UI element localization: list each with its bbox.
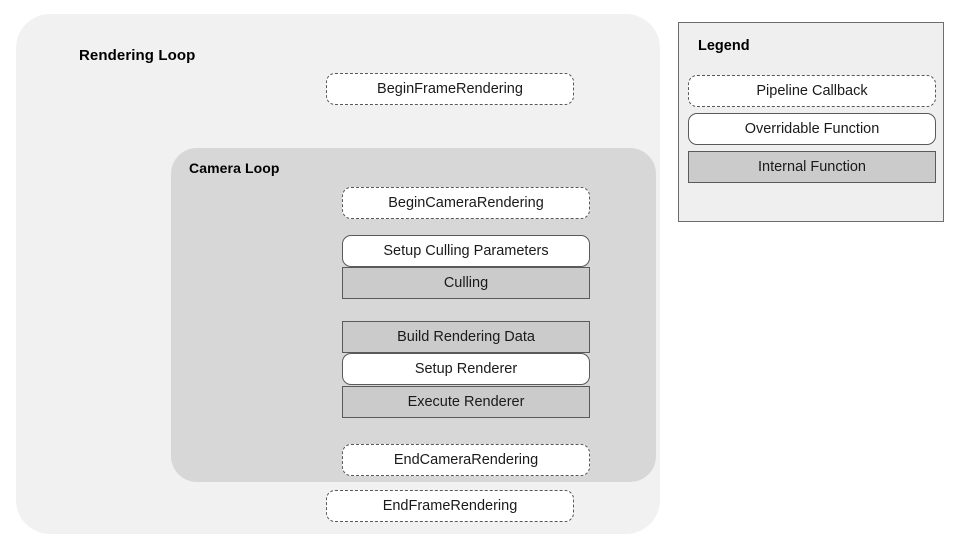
node-begin-camera-rendering[interactable]: BeginCameraRendering	[342, 187, 590, 219]
node-build-rendering-data[interactable]: Build Rendering Data	[342, 321, 590, 353]
node-label: BeginCameraRendering	[388, 194, 544, 211]
camera-loop-title: Camera Loop	[189, 160, 280, 176]
node-label: Setup Renderer	[414, 360, 518, 377]
node-label: Build Rendering Data	[397, 328, 535, 345]
node-setup-renderer[interactable]: Setup Renderer	[342, 353, 590, 385]
node-culling[interactable]: Culling	[342, 267, 590, 299]
node-label: EndFrameRendering	[382, 497, 518, 514]
node-label: Setup Culling Parameters	[383, 242, 549, 259]
rendering-loop-title: Rendering Loop	[79, 47, 196, 64]
legend-item-label: Internal Function	[757, 158, 866, 175]
node-execute-renderer[interactable]: Execute Renderer	[342, 386, 590, 418]
legend-item-overridable-function[interactable]: Overridable Function	[688, 113, 936, 145]
legend-item-pipeline-callback[interactable]: Pipeline Callback	[688, 75, 936, 107]
legend-item-internal-function[interactable]: Internal Function	[688, 151, 936, 183]
node-label: EndCameraRendering	[393, 451, 539, 468]
node-label: Culling	[443, 274, 489, 291]
legend-item-label: Pipeline Callback	[756, 82, 868, 99]
legend-item-label: Overridable Function	[744, 120, 880, 137]
node-setup-culling-parameters[interactable]: Setup Culling Parameters	[342, 235, 590, 267]
node-label: Execute Renderer	[407, 393, 525, 410]
node-end-camera-rendering[interactable]: EndCameraRendering	[342, 444, 590, 476]
node-label: BeginFrameRendering	[377, 80, 523, 97]
node-end-frame-rendering[interactable]: EndFrameRendering	[326, 490, 574, 522]
node-begin-frame-rendering[interactable]: BeginFrameRendering	[326, 73, 574, 105]
legend-title: Legend	[698, 38, 750, 54]
legend-panel: Legend Pipeline Callback Overridable Fun…	[678, 22, 944, 222]
camera-loop-container: Camera Loop BeginCameraRendering Setup C…	[171, 148, 656, 482]
rendering-loop-container: Rendering Loop BeginFrameRendering Camer…	[16, 14, 660, 534]
